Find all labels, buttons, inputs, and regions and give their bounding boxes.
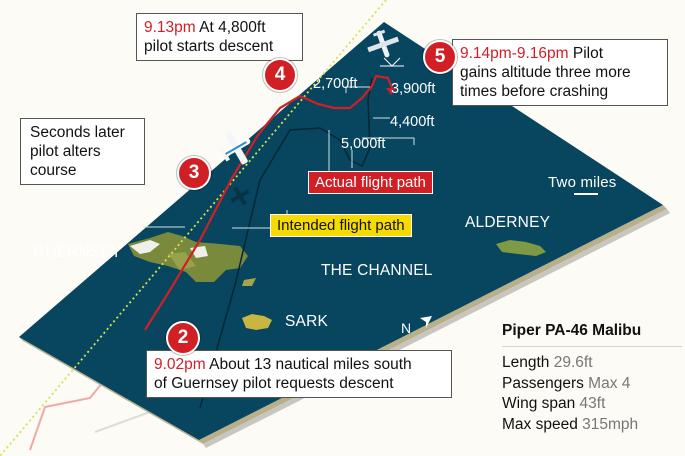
sark-island — [242, 314, 272, 330]
event-time: 9.02pm — [154, 356, 206, 373]
actual-flight-path — [144, 74, 394, 331]
alderney-island — [496, 240, 546, 256]
spec-label: Length — [502, 354, 550, 371]
crashed-plane-icon — [367, 29, 400, 58]
spec-row: Max speed 315mph — [502, 415, 682, 436]
scale-label: Two miles — [548, 174, 617, 191]
event-5-callout: 9.14pm-9.16pm Pilot gains altitude three… — [452, 39, 668, 106]
event-time: 9.13pm — [144, 19, 196, 36]
crash-splash-icon — [380, 57, 404, 67]
event-text: Seconds later — [30, 124, 125, 141]
spec-value: Max 4 — [588, 374, 631, 392]
event-3-badge: 3 — [177, 156, 211, 190]
event-text: course — [30, 162, 77, 179]
spec-value: 315mph — [582, 415, 639, 433]
altitude-label: 4,400ft — [390, 114, 435, 130]
plane-shadow-icon — [230, 186, 250, 206]
intended-path-legend: Intended flight path — [270, 214, 412, 237]
event-text: pilot starts descent — [144, 38, 274, 55]
aircraft-specs-panel: Piper PA-46 Malibu Length 29.6ft Passeng… — [502, 322, 682, 435]
event-2-badge: 2 — [166, 321, 200, 355]
event-3-callout: Seconds later pilot alters course — [20, 118, 145, 185]
spec-label: Wing span — [502, 395, 576, 412]
altitude-label: 3,900ft — [391, 81, 436, 97]
spec-row: Wing span 43ft — [502, 394, 682, 415]
event-text: About 13 nautical miles south — [205, 356, 412, 373]
actual-path-legend: Actual flight path — [308, 171, 433, 194]
spec-label: Max speed — [502, 415, 578, 433]
scale-bar — [574, 193, 598, 195]
event-5-badge: 5 — [423, 40, 457, 74]
event-text: times before crashing — [460, 83, 609, 100]
event-text: At 4,800ft — [195, 19, 266, 36]
event-text: gains altitude three more — [460, 64, 631, 81]
guernsey-label: GUERNSEY — [33, 244, 122, 261]
altitude-label: 2,700ft — [313, 76, 358, 92]
spec-label: Passengers — [502, 374, 584, 392]
alderney-label: ALDERNEY — [465, 214, 551, 231]
north-arrow-icon — [420, 316, 432, 328]
sark-label: SARK — [285, 313, 329, 330]
aircraft-name: Piper PA-46 Malibu — [502, 322, 682, 347]
map-slab-edge — [19, 337, 203, 444]
event-2-callout: 9.02pm About 13 nautical miles south of … — [146, 350, 452, 398]
north-label: N — [401, 320, 412, 336]
event-4-callout: 9.13pm At 4,800ft pilot starts descent — [136, 13, 303, 61]
event-time: 9.14pm-9.16pm — [460, 45, 569, 62]
spec-row: Length 29.6ft — [502, 353, 682, 374]
event-4-badge: 4 — [263, 58, 297, 92]
path-arrowhead — [386, 88, 396, 95]
spec-row: Passengers Max 4 — [502, 374, 682, 395]
islet — [242, 278, 256, 286]
event-text: of Guernsey pilot requests descent — [154, 375, 394, 392]
channel-label: THE CHANNEL — [321, 262, 433, 279]
spec-value: 43ft — [579, 395, 606, 412]
plane-icon — [219, 131, 251, 165]
radar-path — [199, 77, 373, 409]
event-text: Pilot — [568, 45, 604, 62]
spec-value: 29.6ft — [553, 354, 593, 371]
altitude-label: 5,000ft — [341, 136, 386, 152]
event-text: pilot alters — [30, 143, 101, 160]
